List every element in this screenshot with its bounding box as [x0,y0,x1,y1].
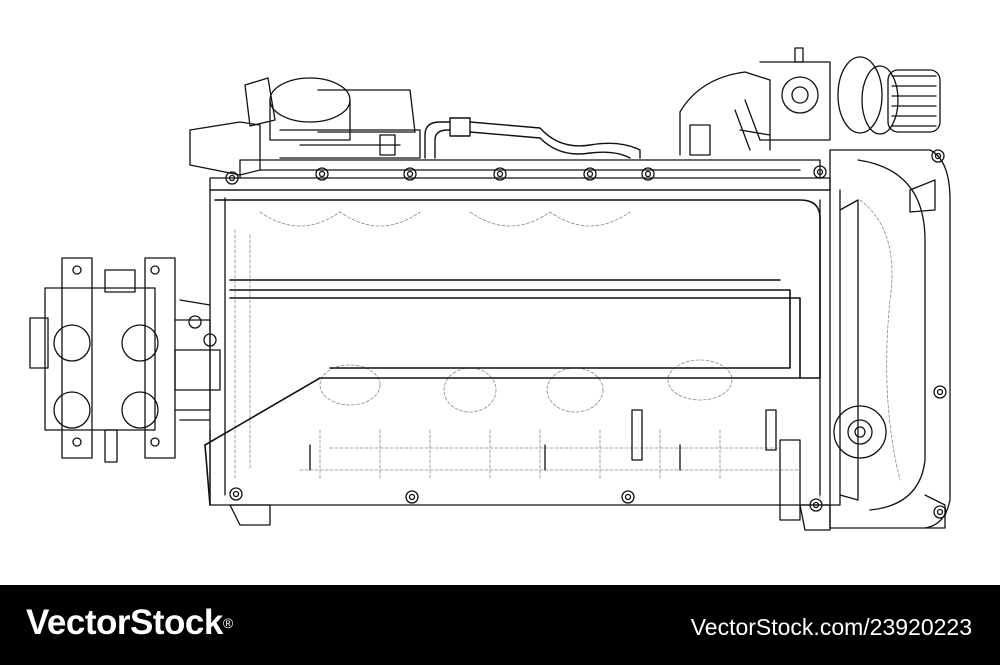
turbo-assembly [679,47,941,156]
engine-wireframe-drawing [29,47,951,531]
lower-bolts [229,149,947,519]
mount-tabs [229,494,946,531]
registered-mark: ® [222,615,233,631]
stock-url: VectorStock.com/23920223 [690,614,972,640]
cylinder-head-block [209,189,841,506]
coolant-pipe [424,117,641,159]
intake-channel [204,199,821,506]
valve-cover-top-rail [209,159,831,191]
brand-name: VectorStock [26,603,223,642]
brand-logo: VectorStock® [26,603,233,643]
timing-cover [779,149,951,529]
watermark-banner: VectorStock® VectorStock.com/23920223 [0,585,1000,665]
upper-bolts [225,165,827,185]
side-pump [29,257,221,463]
air-box [189,77,421,176]
injectors [309,409,777,471]
